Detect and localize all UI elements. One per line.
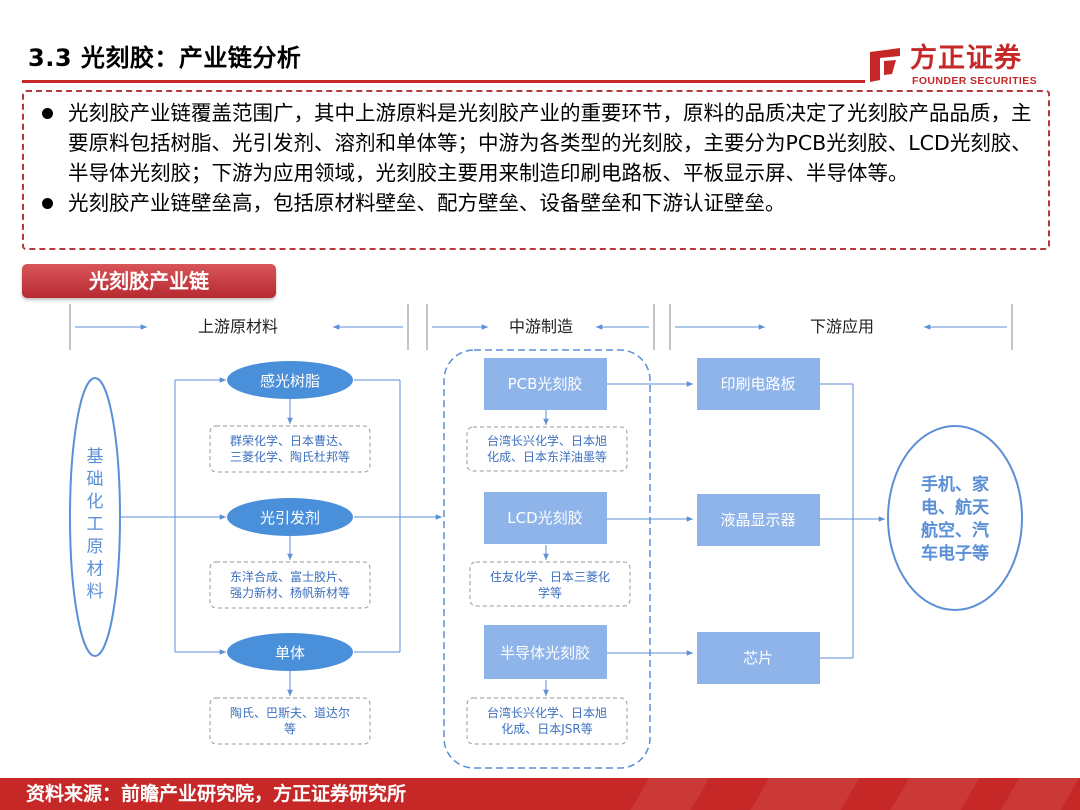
stage-label-upstream: 上游原材料 <box>198 317 278 336</box>
stage-header: 上游原材料 中游制造 下游应用 <box>69 304 1013 350</box>
logo-english-name: FOUNDER SECURITIES <box>912 75 1038 87</box>
downstream-node-label: 液晶显示器 <box>720 511 795 529</box>
downstream-connectors <box>820 383 885 659</box>
supplier-line: 三菱化学、陶氏杜邦等 <box>230 449 350 464</box>
supplier-line: 强力新材、杨帆新材等 <box>230 585 350 600</box>
end-use-line: 车电子等 <box>921 543 989 564</box>
midstream-node-label: LCD光刻胶 <box>507 509 582 527</box>
upstream-node-label: 单体 <box>275 644 305 662</box>
supplier-line: 陶氏、巴斯夫、道达尔 <box>230 705 350 720</box>
supplier-line: 台湾长兴化学、日本旭 <box>487 433 607 448</box>
midstream-container <box>443 349 651 769</box>
upstream-node-monomer: 单体 <box>227 633 353 671</box>
footer-bar: 资料来源：前瞻产业研究院，方正证券研究所 <box>0 778 1080 810</box>
company-logo: 方正证券 FOUNDER SECURITIES <box>866 44 1056 88</box>
summary-box: 光刻胶产业链覆盖范围广，其中上游原料是光刻胶产业的重要环节，原料的品质决定了光刻… <box>22 90 1050 250</box>
supplier-line: 学等 <box>538 585 562 600</box>
supplier-line: 东洋合成、富士胶片、 <box>230 569 350 584</box>
supplier-line: 住友化学、日本三菱化 <box>490 569 610 584</box>
founder-logo-icon <box>870 48 900 82</box>
end-use-line: 电、航天 <box>921 497 990 518</box>
midstream-suppliers-lcd: 住友化学、日本三菱化 学等 <box>469 561 631 607</box>
summary-bullet: 光刻胶产业链壁垒高，包括原材料壁垒、配方壁垒、设备壁垒和下游认证壁垒。 <box>42 188 1034 218</box>
upstream-node-label: 光引发剂 <box>260 509 320 527</box>
footer-decoration <box>1000 778 1080 810</box>
section-tab: 光刻胶产业链 <box>22 264 276 298</box>
downstream-node-chip: 芯片 <box>697 632 820 684</box>
summary-bullet: 光刻胶产业链覆盖范围广，其中上游原料是光刻胶产业的重要环节，原料的品质决定了光刻… <box>42 98 1034 188</box>
page-title: 3.3 光刻胶：产业链分析 <box>28 44 302 72</box>
midstream-node-label: 半导体光刻胶 <box>500 644 590 662</box>
downstream-node-lcd: 液晶显示器 <box>697 494 820 546</box>
supplier-line: 化成、日本东洋油墨等 <box>487 449 607 464</box>
title-rule <box>22 80 865 83</box>
upstream-node-label: 感光树脂 <box>260 372 320 390</box>
end-use-line: 航空、汽 <box>921 520 989 541</box>
upstream-suppliers-photoinitiator: 东洋合成、富士胶片、 强力新材、杨帆新材等 <box>209 561 371 609</box>
upstream-node-photoinitiator: 光引发剂 <box>227 498 353 536</box>
upstream-suppliers-monomer: 陶氏、巴斯夫、道达尔 等 <box>209 697 371 745</box>
footer-decoration <box>630 778 710 810</box>
footer-decoration <box>750 778 860 810</box>
footer-decoration <box>890 778 980 810</box>
logo-name: 方正证券 <box>910 43 1022 74</box>
stage-label-downstream: 下游应用 <box>810 317 874 336</box>
downstream-node-label: 印刷电路板 <box>720 375 795 393</box>
midstream-node-lcd: LCD光刻胶 <box>484 492 607 544</box>
upstream-suppliers-resin: 群荣化学、日本曹达、 三菱化学、陶氏杜邦等 <box>209 425 371 473</box>
upstream-connectors <box>120 377 442 696</box>
midstream-connectors <box>543 381 693 696</box>
midstream-node-label: PCB光刻胶 <box>508 375 583 393</box>
midstream-suppliers-semiconductor: 台湾长兴化学、日本旭 化成、日本JSR等 <box>466 697 628 745</box>
midstream-node-pcb: PCB光刻胶 <box>484 358 607 410</box>
supplier-line: 台湾长兴化学、日本旭 <box>487 705 607 720</box>
industry-chain-diagram: 上游原材料 中游制造 下游应用 基础化工原材料 感光树脂 群荣化学、日本曹达、 … <box>69 304 1023 769</box>
base-materials-label: 基础化工原材料 <box>87 447 104 602</box>
stage-label-midstream: 中游制造 <box>509 317 573 336</box>
end-use-node <box>887 425 1023 611</box>
supplier-line: 化成、日本JSR等 <box>501 722 593 736</box>
midstream-node-semiconductor: 半导体光刻胶 <box>484 625 607 679</box>
downstream-node-label: 芯片 <box>743 649 773 667</box>
upstream-node-resin: 感光树脂 <box>227 361 353 399</box>
end-use-line: 手机、家 <box>921 474 989 495</box>
supplier-line: 群荣化学、日本曹达、 <box>230 433 350 448</box>
supplier-line: 等 <box>284 722 296 736</box>
downstream-node-pcb: 印刷电路板 <box>697 358 820 410</box>
source-note: 资料来源：前瞻产业研究院，方正证券研究所 <box>26 783 407 805</box>
midstream-suppliers-pcb: 台湾长兴化学、日本旭 化成、日本东洋油墨等 <box>466 426 628 472</box>
